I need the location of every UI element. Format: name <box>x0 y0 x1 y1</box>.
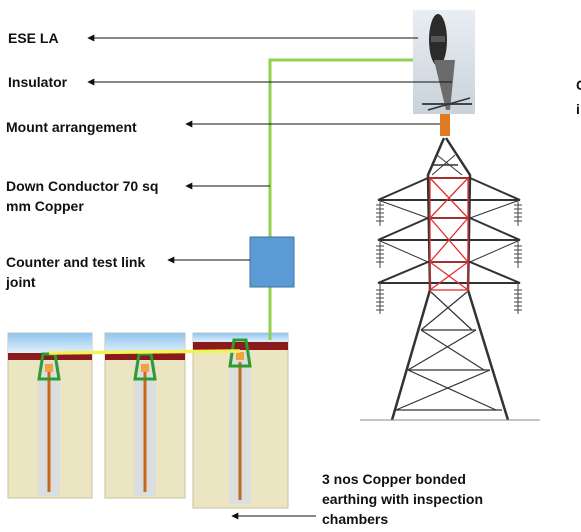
callout-arrows <box>87 34 452 520</box>
bonding-strip <box>48 349 241 355</box>
label-earthing-line-1: 3 nos Copper bonded <box>322 471 466 487</box>
label-mount-arrangement: Mount arrangement <box>6 119 137 135</box>
clipped-text-2: i <box>576 101 580 117</box>
label-counter-line-1: Counter and test link <box>6 254 146 270</box>
label-insulator: Insulator <box>8 74 68 90</box>
label-down-conductor: Down Conductor 70 sq mm Copper <box>6 176 158 216</box>
label-earthing-line-3: chambers <box>322 511 389 527</box>
counter-test-link-box <box>249 236 295 288</box>
label-ese-la: ESE LA <box>8 30 59 46</box>
label-earthing: 3 nos Copper bonded earthing with inspec… <box>322 469 483 529</box>
ese-la-photo <box>413 10 475 114</box>
earth-pit-2 <box>104 332 186 499</box>
earth-pit-3 <box>192 332 289 509</box>
tower-insulators <box>376 200 522 314</box>
label-down-conductor-line-2: mm Copper <box>6 198 84 214</box>
earth-pit-1 <box>7 332 93 499</box>
label-down-conductor-line-1: Down Conductor 70 sq <box>6 178 159 194</box>
clipped-text-1: C <box>576 77 581 93</box>
tower-red-bracing <box>429 177 469 291</box>
label-counter-test-link: Counter and test link joint <box>6 252 145 292</box>
mount-arrangement <box>440 114 450 136</box>
transmission-tower <box>360 137 540 421</box>
label-earthing-line-2: earthing with inspection <box>322 491 484 507</box>
label-counter-line-2: joint <box>6 274 36 290</box>
